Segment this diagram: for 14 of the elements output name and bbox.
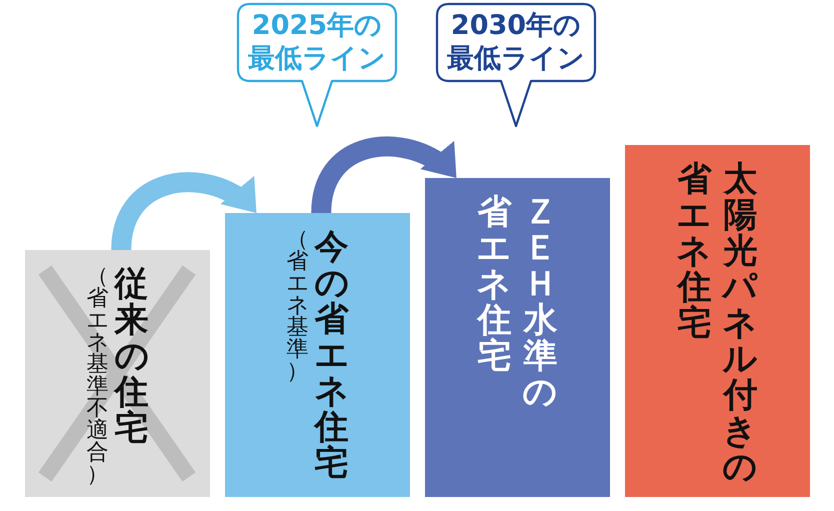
- step-bar: [25, 250, 210, 497]
- callout-text: 2025年の最低ライン: [247, 10, 387, 76]
- vertical-heading: 太陽光パネル付きの省エネ住宅: [678, 161, 758, 487]
- step-bar: [625, 145, 810, 497]
- vertical-heading: 従来の住宅: [114, 266, 148, 446]
- vertical-note: （省エネ基準）: [286, 229, 308, 383]
- vertical-note: （省エネ基準不適合）: [86, 266, 108, 486]
- speech-bubble: [436, 3, 596, 127]
- step-bar: [225, 213, 410, 497]
- callout-text: 2030年の最低ライン: [446, 10, 586, 76]
- speech-bubble: [237, 3, 397, 127]
- vertical-heading: 今の省エネ住宅: [314, 229, 348, 481]
- vertical-heading: ＺＥＨ水準の省エネ住宅: [478, 194, 558, 412]
- step-bar: [425, 178, 610, 497]
